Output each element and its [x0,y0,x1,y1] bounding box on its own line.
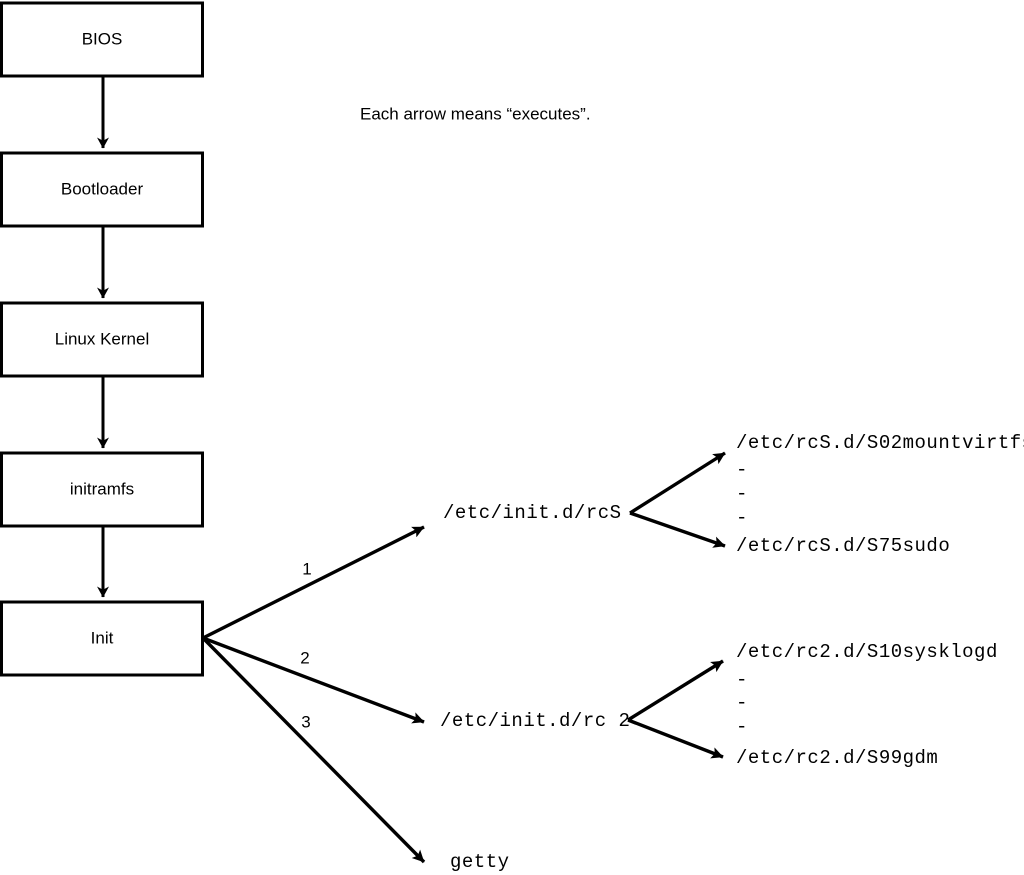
node-initramfs-label: initramfs [70,479,134,498]
node-bios-label: BIOS [82,29,123,48]
node-bootloader-label: Bootloader [61,179,144,198]
arrow-rc2-to-last-script [627,718,724,759]
rcs-ellipsis-dash-1: - [736,459,747,481]
node-bios-rect [0,1,204,78]
node-init-rect [0,600,204,677]
rcs-script-first: /etc/rcS.d/S02mountvirtfs [736,432,1024,454]
node-bootloader-rect [0,151,204,228]
rc2-script-first: /etc/rc2.d/S10sysklogd [736,641,998,663]
arrow-rc2-to-first-script [627,659,724,722]
node-kernel-label: Linux Kernel [55,329,150,348]
node-kernel[interactable]: Linux Kernel [0,301,204,378]
arrow-rcs-to-last-script [629,511,726,548]
rcs-ellipsis-dash-2: - [736,483,747,505]
node-bootloader[interactable]: Bootloader [0,151,204,228]
branch-target-getty: getty [450,851,510,873]
rc2-ellipsis-dash-1: - [736,669,747,691]
branch-number-2: 2 [300,648,309,667]
arrow-init-branch-2 [202,636,425,724]
rc2-script-last: /etc/rc2.d/S99gdm [736,747,938,769]
node-init[interactable]: Init [0,600,204,677]
arrow-init-branch-3 [201,636,426,864]
legend-caption: Each arrow means “executes”. [360,104,591,123]
branch-target-rcs: /etc/init.d/rcS [443,502,622,524]
rcs-ellipsis-dash-3: - [736,507,747,529]
node-bios[interactable]: BIOS [0,1,204,78]
node-initramfs[interactable]: initramfs [0,451,204,528]
node-initramfs-rect [0,451,204,528]
rcs-script-last: /etc/rcS.d/S75sudo [736,535,950,557]
node-init-label: Init [91,628,114,647]
arrow-init-branch-1 [202,525,425,640]
branch-number-1: 1 [302,559,311,578]
branch-target-rc2: /etc/init.d/rc 2 [440,710,630,732]
rc2-ellipsis-dash-3: - [736,716,747,738]
branch-number-3: 3 [301,712,310,731]
arrow-rcs-to-first-script [629,451,726,515]
rc2-ellipsis-dash-2: - [736,692,747,714]
